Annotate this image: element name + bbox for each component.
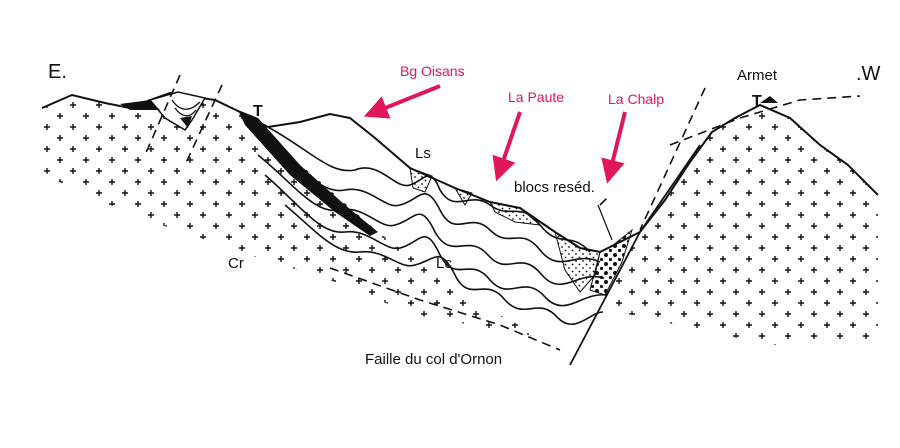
sediment-pocket-2	[453, 187, 473, 206]
label-triassic-left: T	[253, 103, 263, 120]
dashed-lines	[144, 74, 861, 351]
sediment-pocket-3	[489, 201, 542, 226]
label-triassic-right: T	[752, 93, 762, 110]
landslide-blocks	[589, 228, 633, 296]
label-la-paute: La Paute	[508, 89, 564, 105]
label-ls: Ls	[415, 145, 431, 162]
label-bg-oisans: Bg Oisans	[400, 63, 465, 79]
basement-east	[42, 95, 545, 338]
triassic-band	[238, 110, 378, 236]
label-west: .W	[856, 63, 881, 85]
label-lc: Lc	[436, 255, 452, 272]
blocs-leader-line	[597, 204, 613, 241]
label-east: E.	[48, 61, 67, 83]
label-cr: Cr	[228, 255, 244, 272]
label-blocs-resed: blocs reséd.	[514, 179, 595, 196]
label-faille: Faille du col d'Ornon	[365, 351, 502, 368]
east-ridge-syncline	[120, 91, 207, 132]
basement-west	[600, 105, 878, 345]
sediment-pocket-1	[409, 167, 433, 193]
fault-col-ornon	[569, 144, 701, 366]
label-armet: Armet	[737, 67, 778, 84]
armet-summit-triangle	[760, 96, 778, 103]
annotation-arrows	[363, 84, 627, 184]
label-la-chalp: La Chalp	[608, 91, 664, 107]
